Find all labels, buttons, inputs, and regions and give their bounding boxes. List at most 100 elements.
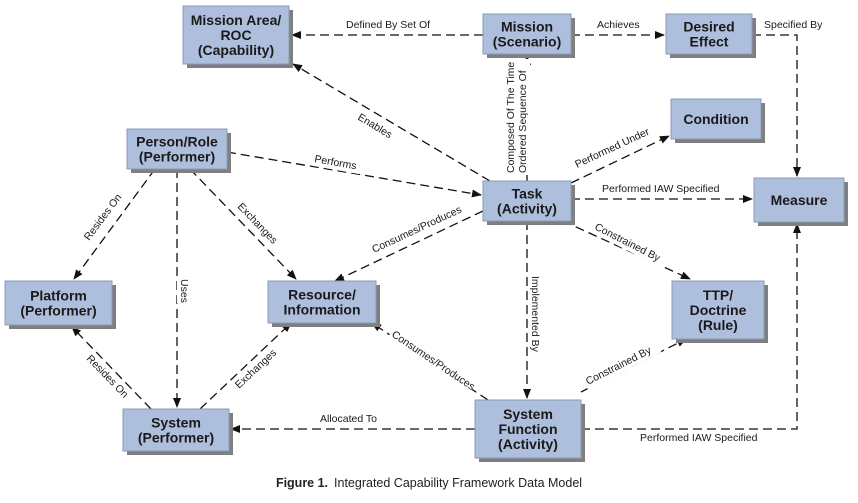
edge-line — [292, 63, 491, 182]
edge-label-uses: Uses — [177, 277, 191, 304]
node-person-role: Person/Role(Performer) — [126, 128, 231, 173]
node-platform: Platform(Performer) — [4, 280, 116, 329]
edge-line — [334, 210, 484, 282]
edge-line — [752, 34, 801, 177]
edge-line — [581, 223, 801, 430]
edge-label-bg — [232, 198, 281, 248]
edge-consumes-produces-1 — [334, 210, 484, 282]
node-label: (Performer) — [139, 149, 215, 165]
edge-label-achieves: Achieves — [595, 18, 644, 32]
edge-label-exchanges-2: Exchanges — [230, 345, 281, 394]
node-mission: Mission(Scenario) — [482, 13, 575, 58]
node-label: Doctrine — [690, 302, 747, 318]
edge-label-text: Constrained By — [593, 221, 663, 265]
node-box — [482, 13, 572, 55]
node-label: Information — [284, 302, 361, 318]
node-label: Mission — [501, 19, 553, 35]
node-label: (Performer) — [20, 303, 96, 319]
edge-label-bg — [79, 188, 128, 246]
figure-title: Integrated Capability Framework Data Mod… — [334, 476, 583, 490]
edge-label-text: Performed Under — [573, 126, 652, 171]
edge-label-bg — [528, 274, 542, 357]
node-mission-area: Mission Area/ROC(Capability) — [182, 5, 293, 68]
edge-label-text: Exchanges — [233, 347, 279, 391]
edge-label-enables: Enables — [353, 109, 398, 144]
edge-label-bg — [387, 326, 478, 394]
edge-exchanges-2 — [199, 322, 292, 410]
node-ttp: TTP/Doctrine(Rule) — [671, 280, 768, 343]
node-label: Desired — [683, 19, 734, 35]
edge-label-implemented-by: Implemented By — [528, 274, 542, 357]
edge-label-text: Constrained By — [584, 344, 654, 388]
edge-specified-by — [752, 34, 801, 177]
node-system: System(Performer) — [122, 408, 233, 455]
edge-constrained-by-1 — [562, 220, 691, 280]
node-label: Resource/ — [288, 287, 356, 303]
node-label: Platform — [30, 288, 87, 304]
node-label: (Capability) — [198, 42, 274, 58]
node-label: Person/Role — [136, 134, 218, 150]
node-label: System — [503, 406, 553, 422]
edge-label-text: Resides On — [84, 353, 131, 401]
node-box — [670, 98, 762, 140]
node-label: (Activity) — [497, 201, 557, 217]
edge-label-text: Specified By — [764, 19, 823, 31]
edge-label-text: Allocated To — [320, 413, 377, 425]
edge-label-allocated-to: Allocated To — [318, 412, 390, 426]
edge-label-bg — [762, 18, 834, 32]
edge-label-performed-iaw-specified-2: Performed IAW Specified — [638, 431, 771, 445]
node-resource: Resource/Information — [267, 280, 380, 327]
node-box — [4, 280, 113, 326]
edge-label-bg — [367, 202, 464, 258]
node-task: Task(Activity) — [482, 180, 575, 225]
edge-line — [73, 168, 156, 280]
node-box — [665, 13, 753, 55]
edge-label-text: Ordered Sequence Of — [517, 70, 529, 173]
node-label: Effect — [690, 34, 729, 50]
edge-label-bg — [344, 18, 444, 32]
node-label: Task — [512, 186, 543, 202]
edge-label-bg — [230, 345, 281, 394]
edge-line — [71, 326, 152, 410]
edge-label-bg — [590, 219, 671, 270]
edge-performs — [226, 151, 482, 198]
edge-label-text: Uses — [178, 279, 190, 303]
edge-label-performed-under: Performed Under — [570, 122, 657, 173]
edge-label-bg — [570, 122, 657, 173]
node-label: Function — [498, 421, 557, 437]
edge-label-text: Implemented By — [529, 276, 541, 353]
edge-line — [189, 168, 297, 280]
edge-label-bg — [581, 339, 662, 390]
edge-label-text: Exchanges — [235, 201, 280, 247]
edge-resides-on-1 — [73, 168, 156, 280]
node-label: System — [151, 415, 201, 431]
edge-label-exchanges-1: Exchanges — [232, 198, 281, 248]
edge-line — [570, 135, 670, 184]
edge-performed-under — [570, 135, 670, 184]
edge-label-performed-iaw-specified-1: Performed IAW Specified — [600, 182, 733, 196]
edge-label-bg — [595, 18, 644, 32]
edge-label-constrained-by-1: Constrained By — [590, 219, 671, 270]
edge-label-defined-by-set-of: Defined By Set Of — [344, 18, 444, 32]
edge-resides-on-2 — [71, 326, 152, 410]
edge-label-bg — [504, 59, 530, 175]
node-condition: Condition — [670, 98, 765, 143]
edge-label-text: Consumes/Produces — [389, 329, 477, 393]
edge-performed-iaw-specified-2 — [581, 223, 801, 430]
edge-label-bg — [600, 182, 733, 196]
edge-label-bg — [353, 109, 398, 144]
edge-label-text: Defined By Set Of — [346, 19, 430, 31]
node-label: (Activity) — [498, 436, 558, 452]
node-box — [671, 280, 765, 340]
node-box — [267, 280, 377, 324]
edge-label-bg — [318, 412, 390, 426]
edge-label-text: Consumes/Produces — [370, 204, 463, 256]
node-measure: Measure — [753, 177, 848, 226]
node-label: Condition — [683, 111, 748, 127]
edge-label-text: Composed Of The Time — [505, 62, 517, 173]
node-label: TTP/ — [703, 287, 733, 303]
edge-label-constrained-by-2: Constrained By — [581, 339, 662, 390]
